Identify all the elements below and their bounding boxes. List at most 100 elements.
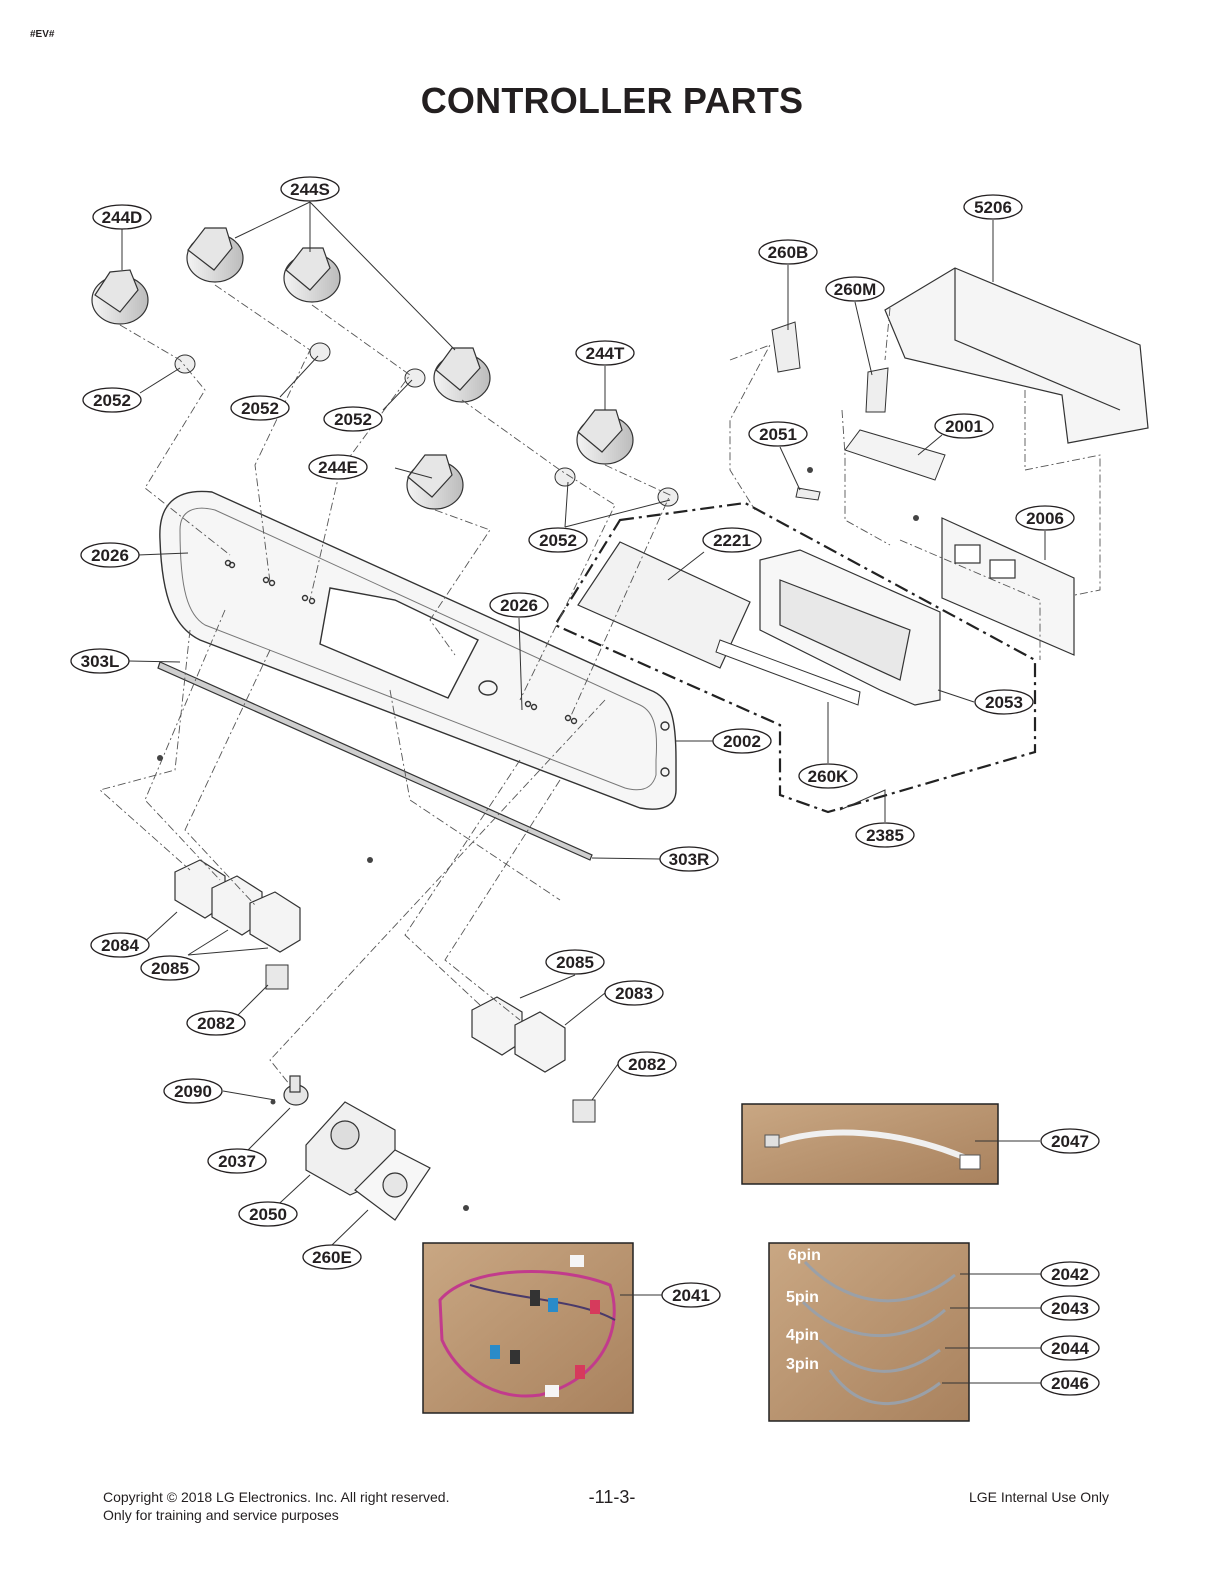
switch-260m — [865, 367, 889, 413]
callout-2084: 2084 — [90, 932, 150, 958]
callout-number: 2085 — [556, 953, 594, 972]
callout-number: 2026 — [91, 546, 129, 565]
internal-use-notice: LGE Internal Use Only — [968, 1489, 1109, 1505]
callout-number: 244D — [102, 208, 143, 227]
callout-oval — [1040, 1295, 1100, 1321]
callout-2051: 2051 — [748, 421, 808, 447]
knob-244d — [91, 269, 149, 325]
control-bracket-5206 — [884, 267, 1149, 444]
knob-244e — [406, 454, 464, 510]
callout-oval — [617, 1051, 677, 1077]
callout-number: 2026 — [500, 596, 538, 615]
callout-number: 2052 — [241, 399, 279, 418]
callout-303l: 303L — [70, 648, 130, 674]
callout-2085: 2085 — [545, 949, 605, 975]
callout-2052: 2052 — [230, 395, 290, 421]
callout-oval — [323, 406, 383, 432]
callout-2090: 2090 — [163, 1078, 223, 1104]
callout-oval — [238, 1201, 298, 1227]
callout-oval — [92, 204, 152, 230]
callout-260m: 260M — [825, 276, 885, 302]
callout-number: 5206 — [974, 198, 1012, 217]
bracket-2051 — [795, 487, 821, 501]
callout-number: 260K — [808, 767, 849, 786]
callout-2052: 2052 — [528, 527, 588, 553]
callout-number: 2085 — [151, 959, 189, 978]
encoder-2037 — [283, 1075, 309, 1106]
callout-number: 2084 — [101, 936, 139, 955]
callout-oval — [230, 395, 290, 421]
callout-labels: 244D 244S 5206 260B 260M 244T 2052 2052 2052 2052… — [70, 176, 1100, 1396]
pin-label-5: 5pin — [786, 1289, 819, 1306]
callout-oval — [90, 932, 150, 958]
callout-oval — [140, 955, 200, 981]
page-number: -11-3- — [588, 1487, 636, 1507]
callout-number: 2090 — [174, 1082, 212, 1101]
callout-2006: 2006 — [1015, 505, 1075, 531]
callout-2046: 2046 — [1040, 1370, 1100, 1396]
callout-2050: 2050 — [238, 1201, 298, 1227]
callout-number: 260E — [312, 1248, 352, 1267]
screws — [157, 467, 919, 1211]
callout-number: 244E — [318, 458, 358, 477]
callout-number: 2002 — [723, 732, 761, 751]
callout-oval — [163, 1078, 223, 1104]
callout-number: 260B — [768, 243, 809, 262]
callout-oval — [528, 527, 588, 553]
callout-oval — [302, 1244, 362, 1270]
callout-2052: 2052 — [323, 406, 383, 432]
callout-number: 2037 — [218, 1152, 256, 1171]
harness-2047-photo — [741, 1103, 999, 1185]
callout-number: 2082 — [628, 1055, 666, 1074]
callout-number: 2053 — [985, 693, 1023, 712]
callout-number: 2051 — [759, 425, 797, 444]
callout-oval — [489, 592, 549, 618]
callout-number: 2046 — [1051, 1374, 1089, 1393]
copyright-line: Copyright © 2018 LG Electronics. Inc. Al… — [103, 1489, 450, 1505]
callout-2026: 2026 — [80, 542, 140, 568]
touch-pcb-keypad — [715, 639, 861, 706]
display-window — [577, 541, 751, 669]
control-panel-housing — [159, 490, 677, 810]
callout-2052: 2052 — [82, 387, 142, 413]
callout-number: 2221 — [713, 531, 751, 550]
callout-oval — [1040, 1261, 1100, 1287]
callout-oval — [758, 239, 818, 265]
callout-oval — [659, 846, 719, 872]
callout-oval — [308, 454, 368, 480]
knob-244s-3 — [433, 347, 491, 403]
switch-2083 — [514, 1011, 566, 1073]
callout-number: 244S — [290, 180, 330, 199]
callout-oval — [1040, 1370, 1100, 1396]
callout-oval — [82, 387, 142, 413]
callout-244t: 244T — [575, 340, 635, 366]
callout-number: 303R — [669, 850, 710, 869]
callout-number: 2052 — [334, 410, 372, 429]
callout-244s: 244S — [280, 176, 340, 202]
pin-label-6: 6pin — [788, 1247, 821, 1264]
callout-oval — [207, 1148, 267, 1174]
callout-oval — [661, 1282, 721, 1308]
purpose-line: Only for training and service purposes — [103, 1507, 339, 1523]
callout-oval — [280, 176, 340, 202]
display-holder — [759, 549, 941, 706]
callout-2385: 2385 — [855, 822, 915, 848]
shield-2001 — [844, 429, 946, 481]
callout-number: 2082 — [197, 1014, 235, 1033]
callout-2083: 2083 — [604, 980, 664, 1006]
callout-number: 244T — [586, 344, 625, 363]
assembly-boundary-2385 — [553, 501, 1037, 814]
wire-harness-pins-photo: 6pin 5pin 4pin 3pin — [768, 1242, 970, 1422]
callout-number: 2052 — [93, 391, 131, 410]
callout-oval — [604, 980, 664, 1006]
callout-2001: 2001 — [934, 413, 994, 439]
callout-number: 2047 — [1051, 1132, 1089, 1151]
callout-244d: 244D — [92, 204, 152, 230]
callout-number: 303L — [81, 652, 120, 671]
callout-2085: 2085 — [140, 955, 200, 981]
callout-oval — [545, 949, 605, 975]
callout-2043: 2043 — [1040, 1295, 1100, 1321]
callout-number: 2001 — [945, 417, 983, 436]
bracket-260b — [771, 321, 801, 373]
